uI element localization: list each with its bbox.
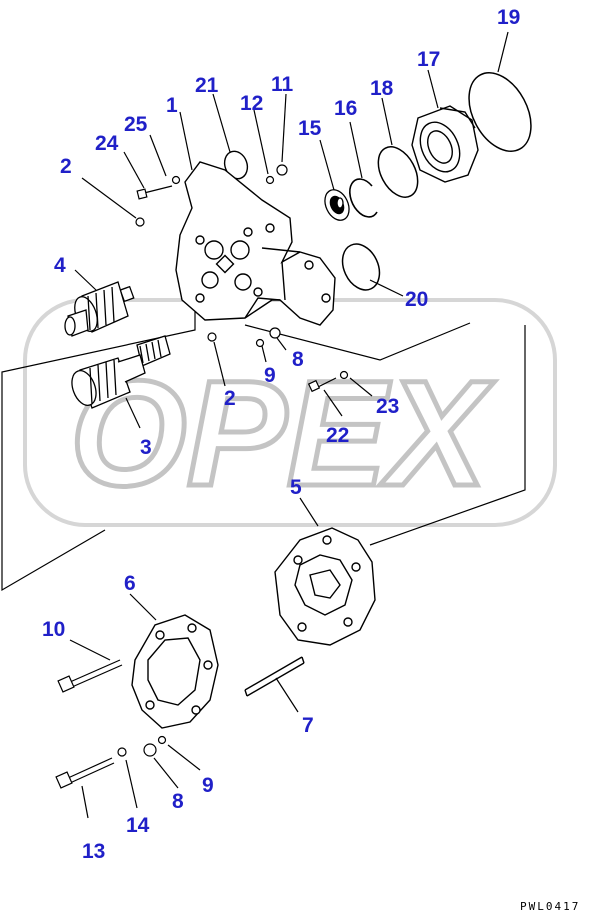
part-24-bolt xyxy=(136,185,173,200)
part-10-bolt xyxy=(57,659,123,693)
part-8-nut-lower xyxy=(143,743,157,757)
callout-13: 13 xyxy=(82,840,105,863)
callout-9-top: 9 xyxy=(264,364,276,387)
part-4-drive-gear xyxy=(64,281,135,337)
callout-2-top: 2 xyxy=(60,155,72,178)
part-3-driven-gear xyxy=(71,335,171,409)
part-8-nut-upper xyxy=(269,327,281,339)
leader-lines xyxy=(69,31,509,819)
callout-25: 25 xyxy=(124,113,148,136)
assembly-frame xyxy=(1,290,526,592)
part-25-washer xyxy=(171,175,181,185)
part-2-bolt-lower xyxy=(207,332,217,342)
drawing-code: PWL0417 xyxy=(520,900,580,913)
part-11-nut xyxy=(276,164,288,176)
callout-18: 18 xyxy=(370,77,394,100)
part-6-cover xyxy=(131,614,219,729)
fasteners-bottom xyxy=(55,659,167,789)
frame-top xyxy=(244,322,471,361)
part-22-bolt xyxy=(307,377,337,393)
part-15-bearing xyxy=(324,189,350,221)
part-14-washer xyxy=(117,747,127,757)
callout-21: 21 xyxy=(195,74,219,97)
part-1-housing xyxy=(175,161,336,326)
callout-8-lower: 8 xyxy=(172,790,184,813)
callouts: 19 17 18 16 15 20 21 12 11 1 25 24 2 4 3… xyxy=(42,6,520,863)
part-5-pump-body xyxy=(274,527,376,646)
part-7-stud xyxy=(244,656,305,697)
callout-17: 17 xyxy=(417,48,440,71)
callout-8-top: 8 xyxy=(292,348,304,371)
part-17-seal-holder xyxy=(411,105,479,183)
part-23-washer xyxy=(339,370,349,380)
callout-3: 3 xyxy=(140,436,152,459)
callout-15: 15 xyxy=(298,117,322,140)
callout-20: 20 xyxy=(405,288,428,311)
callout-10: 10 xyxy=(42,618,65,641)
part-9-washer-lower xyxy=(157,735,167,745)
callout-11: 11 xyxy=(271,73,294,96)
callout-5: 5 xyxy=(290,476,302,499)
part-20-o-ring xyxy=(341,243,381,291)
callout-23: 23 xyxy=(376,395,399,418)
part-21-o-ring xyxy=(223,150,249,180)
callout-24: 24 xyxy=(95,132,119,155)
part-9-washer-upper xyxy=(255,338,265,348)
callout-6: 6 xyxy=(124,572,136,595)
callout-9-lower: 9 xyxy=(202,774,214,797)
callout-1: 1 xyxy=(166,94,178,117)
callout-19: 19 xyxy=(497,6,520,29)
callout-16: 16 xyxy=(334,97,357,120)
part-12-washer xyxy=(265,175,275,185)
callout-4: 4 xyxy=(54,254,66,277)
frame-right xyxy=(369,325,526,546)
callout-2-lower: 2 xyxy=(224,387,236,410)
frame-left xyxy=(1,290,196,592)
part-2-bolt-upper xyxy=(135,217,145,227)
callout-12: 12 xyxy=(240,92,263,115)
part-13-bolt xyxy=(55,757,115,789)
part-19-large-o-ring xyxy=(468,72,532,152)
part-18-o-ring xyxy=(377,146,419,198)
callout-22: 22 xyxy=(326,424,349,447)
callout-7: 7 xyxy=(302,714,314,737)
part-16-snap-ring xyxy=(349,178,378,218)
callout-14: 14 xyxy=(126,814,150,837)
fasteners-top xyxy=(135,164,349,393)
